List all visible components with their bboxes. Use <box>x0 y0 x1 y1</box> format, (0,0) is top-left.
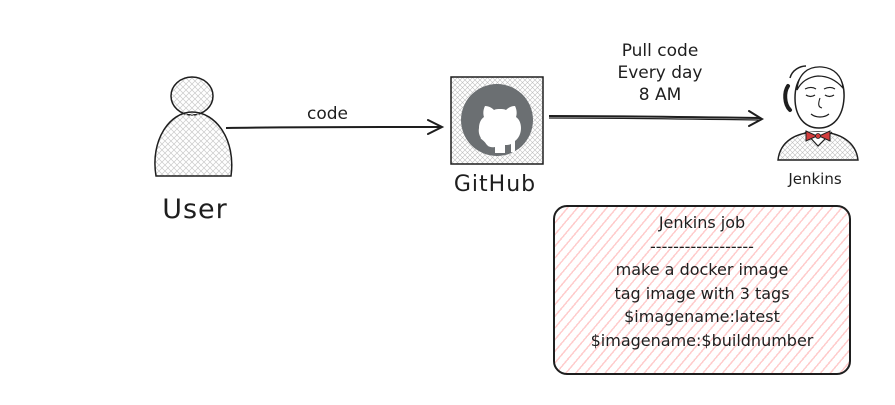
job-step: make a docker image <box>615 260 789 279</box>
job-step: tag image with 3 tags <box>614 283 790 303</box>
github-icon <box>450 76 544 165</box>
job-title: Jenkins job <box>658 213 746 232</box>
job-step: $imagename:$buildnumber <box>590 330 814 350</box>
jenkins-icon <box>777 65 859 161</box>
jenkins-label: Jenkins <box>788 170 842 188</box>
user-icon <box>154 76 233 177</box>
arrow-github-to-jenkins <box>548 110 765 127</box>
arrow-label-code: code <box>307 104 348 124</box>
job-step: $imagename:latest <box>624 307 780 326</box>
job-divider: ------------------ <box>650 236 754 256</box>
pull-label-line: Pull code <box>621 41 699 61</box>
arrow-user-to-github <box>225 119 445 135</box>
user-label: User <box>162 194 228 225</box>
jenkins-job-note: Jenkins job ------------------ make a do… <box>553 205 851 375</box>
pull-label-line: 8 AM <box>638 85 682 105</box>
pull-label-line: Every day <box>617 63 703 83</box>
github-label: GitHub <box>453 172 537 197</box>
arrow-label-pull-code: Pull code Every day 8 AM <box>600 40 720 106</box>
